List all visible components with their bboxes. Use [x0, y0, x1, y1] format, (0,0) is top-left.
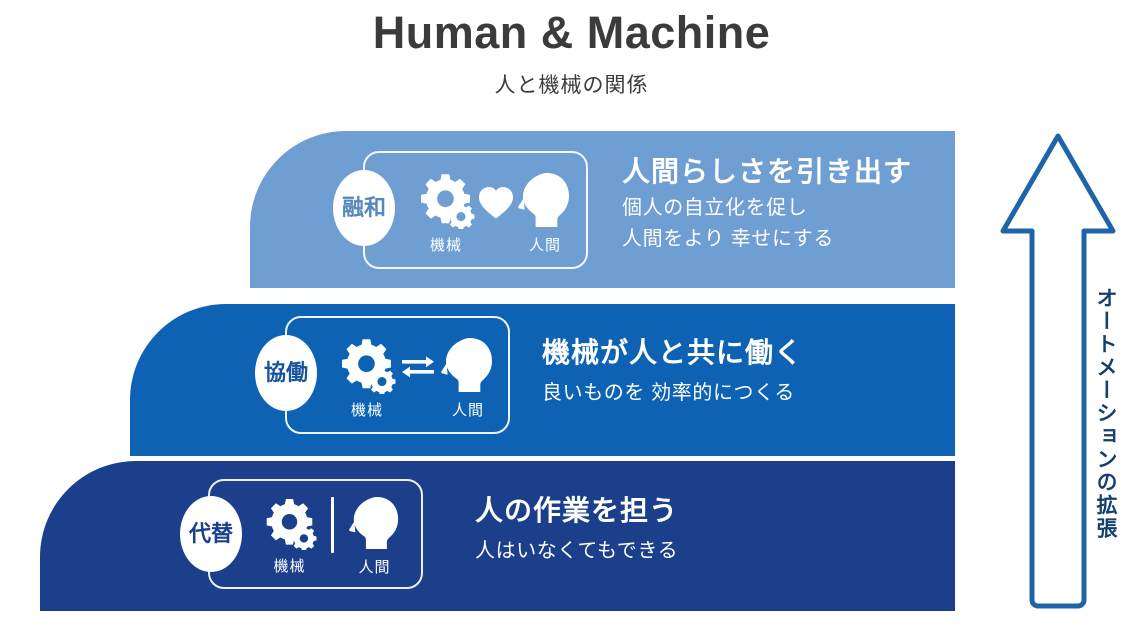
tier-collaboration-icon-row: 機械 — [323, 330, 511, 426]
up-arrow-icon — [1000, 133, 1116, 609]
gear-icon — [338, 336, 396, 394]
tier-substitution-machine-cell: 機械 — [263, 496, 317, 576]
tier-fusion-human-caption: 人間 — [528, 237, 561, 254]
tier-collaboration-machine-caption: 機械 — [350, 402, 383, 419]
tier-substitution-badge: 代替 — [180, 496, 242, 572]
exchange-arrows-icon — [400, 352, 436, 382]
tier-collaboration-machine-cell: 機械 — [338, 336, 396, 420]
tier-collaboration-text: 機械が人と共に働く 良いものを 効率的につくる — [542, 337, 803, 408]
tier-collaboration-headline: 機械が人と共に働く — [542, 337, 804, 368]
header: Human & Machine 人と機械の関係 — [0, 0, 1143, 99]
page-subtitle: 人と機械の関係 — [494, 73, 649, 97]
tier-fusion-badge-label: 融和 — [341, 195, 386, 220]
tier-fusion-human-cell: 人間 — [517, 171, 573, 255]
tier-fusion-sub-line-1: 個人の自立化を促し — [622, 197, 808, 220]
tier-substitution-headline: 人の作業を担う — [475, 495, 679, 526]
page-title: Human & Machine — [372, 7, 771, 58]
tier-fusion-machine-caption: 機械 — [429, 237, 462, 254]
tier-fusion-separator — [477, 184, 515, 220]
tier-fusion-headline: 人間らしさを引き出す — [622, 156, 913, 187]
tier-substitution-icon-group: 機械 人間 — [208, 479, 423, 589]
tier-fusion-sub-line-2: 人間をより 幸せにする — [622, 227, 834, 250]
tier-collaboration: 機械 — [130, 304, 955, 456]
tier-fusion-text: 人間らしさを引き出す 個人の自立化を促し 人間をより 幸せにする — [622, 156, 912, 253]
tier-collaboration-badge: 協働 — [255, 335, 317, 411]
head-icon — [440, 336, 496, 394]
gear-icon — [417, 171, 475, 229]
divider-line-icon — [330, 497, 334, 553]
tier-substitution-text: 人の作業を担う 人はいなくてもできる — [475, 495, 678, 566]
tier-substitution-icon-row: 機械 人間 — [242, 491, 422, 581]
tier-substitution: 機械 人間 代替 人の作業 — [40, 461, 955, 611]
automation-arrow: オートメーションの拡張 — [996, 130, 1120, 614]
tier-collaboration-separator — [400, 352, 436, 382]
tier-collaboration-sub-line-1: 良いものを 効率的につくる — [542, 382, 795, 405]
tier-substitution-human-cell: 人間 — [348, 495, 402, 577]
tier-fusion-icon-group: 機械 人間 — [363, 151, 588, 269]
tier-substitution-sub-line-1: 人はいなくてもできる — [475, 540, 679, 563]
tier-collaboration-icon-group: 機械 — [285, 316, 510, 434]
tier-collaboration-human-caption: 人間 — [451, 402, 484, 419]
tier-substitution-badge-label: 代替 — [188, 521, 233, 546]
tier-fusion-badge: 融和 — [333, 170, 395, 246]
tier-substitution-human-caption: 人間 — [358, 559, 391, 576]
tier-substitution-machine-caption: 機械 — [273, 558, 306, 575]
tier-collaboration-human-cell: 人間 — [440, 336, 496, 420]
tier-fusion-machine-cell: 機械 — [417, 171, 475, 255]
automation-arrow-label: オートメーションの拡張 — [1094, 286, 1117, 540]
gear-icon — [263, 496, 317, 550]
tier-collaboration-badge-label: 協働 — [263, 360, 308, 385]
tier-substitution-separator — [330, 497, 334, 553]
tier-fusion: 機械 人間 — [250, 131, 955, 288]
heart-icon — [477, 184, 515, 220]
tier-fusion-icon-row: 機械 人間 — [401, 165, 589, 261]
head-icon — [348, 495, 402, 551]
head-icon — [517, 171, 573, 229]
